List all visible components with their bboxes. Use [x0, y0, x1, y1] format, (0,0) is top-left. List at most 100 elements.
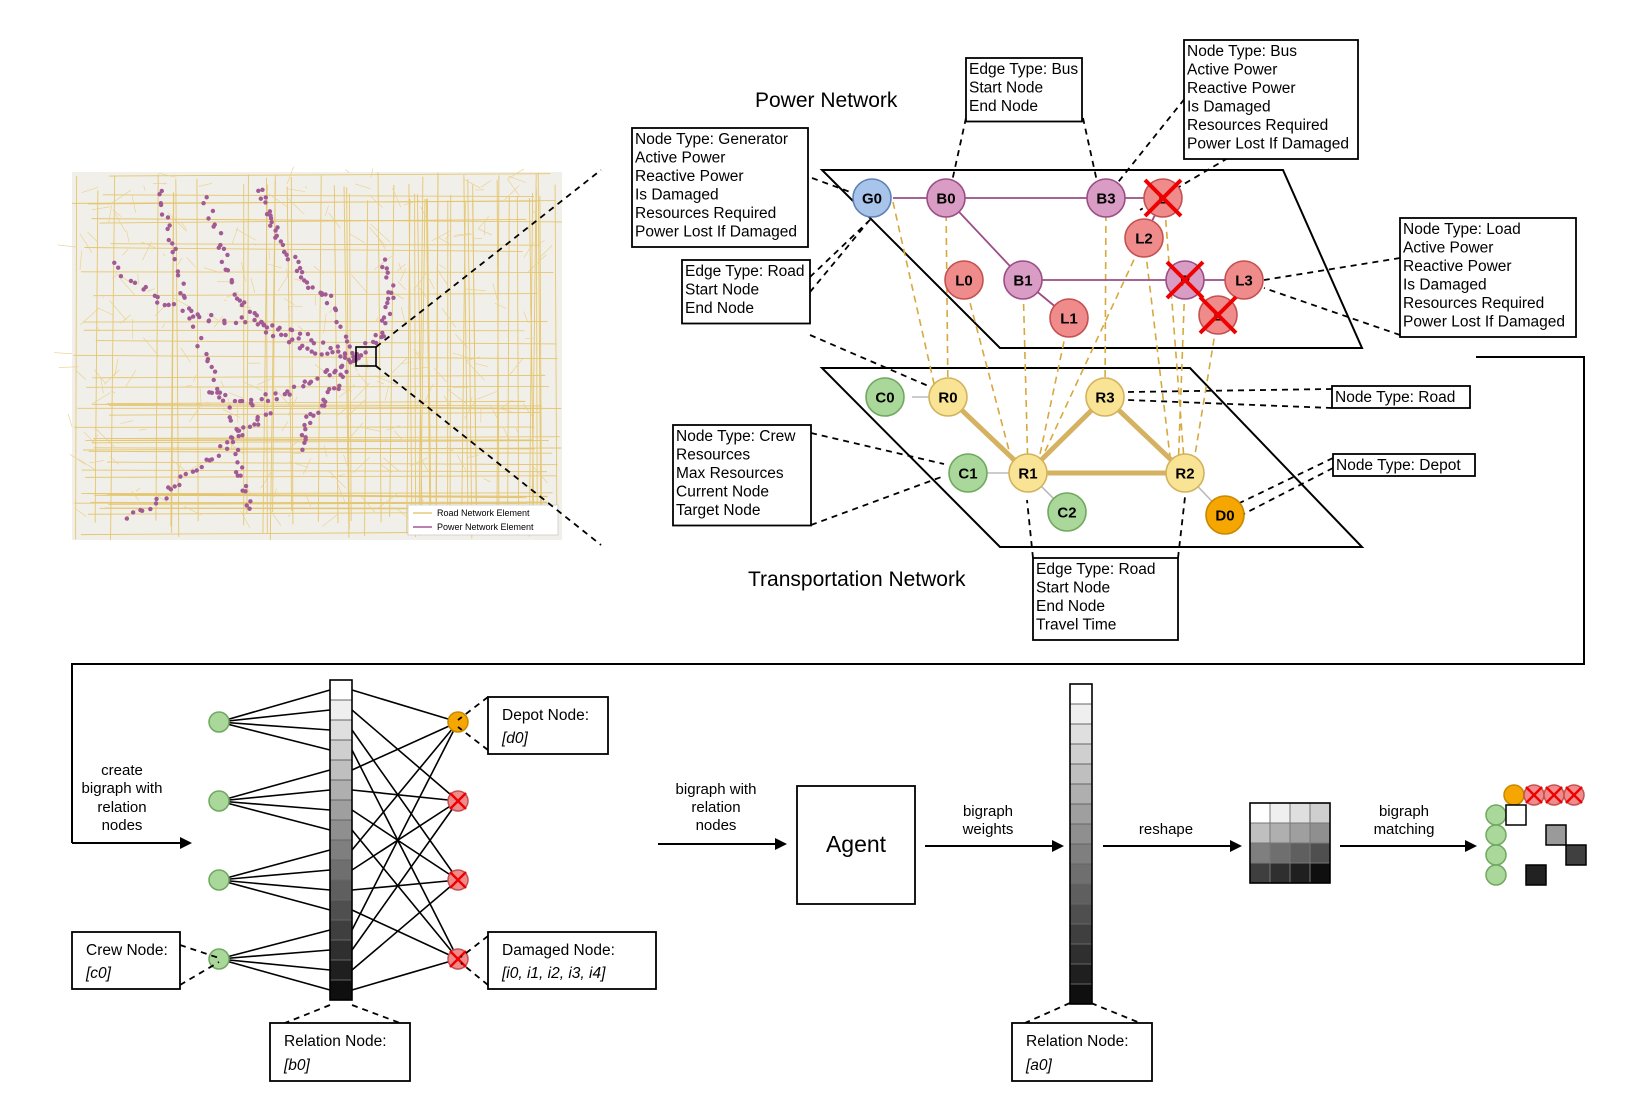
map-road: [329, 471, 347, 489]
callout-depot: Node Type: Depot: [1332, 453, 1476, 477]
crew-node-label-title: Crew Node:: [86, 942, 168, 959]
pipeline-step-weights: bigraph weights: [925, 803, 1064, 852]
map-power-element: [327, 373, 332, 378]
map-power-element: [328, 345, 333, 351]
map-road: [110, 189, 132, 204]
map-road: [364, 200, 369, 536]
map-road: [408, 184, 413, 521]
map-power-element: [243, 319, 248, 325]
map-power-element: [309, 338, 314, 343]
map-power-element: [263, 392, 268, 397]
map-power-element: [344, 339, 350, 344]
map-power-element: [234, 296, 240, 301]
node-circle: [852, 178, 892, 218]
map-road: [354, 183, 371, 190]
node-label: L2: [1135, 231, 1153, 248]
map-power-element: [275, 225, 280, 230]
relation-cell: [1069, 743, 1093, 765]
map-power-element: [300, 343, 305, 349]
transport-network-title: Transportation Network: [748, 568, 966, 591]
map-road: [67, 414, 73, 427]
map-road: [383, 457, 400, 473]
relation-node-column-a: [1069, 683, 1093, 1005]
map-road: [108, 205, 112, 224]
map-road: [180, 347, 191, 363]
inter-layer-links: [892, 183, 1219, 474]
map-road: [93, 293, 538, 297]
map-power-element: [190, 469, 196, 474]
power-node-l3: L3: [1224, 260, 1264, 300]
map-road: [204, 267, 222, 274]
map-power-element: [112, 260, 117, 265]
map-power-element: [207, 390, 212, 395]
map-power-element: [153, 501, 159, 506]
power-node-g0: G0: [852, 178, 892, 218]
map-power-element: [267, 209, 273, 214]
relation-cell: [329, 859, 353, 881]
relation-a-label-title: Relation Node:: [1026, 1033, 1129, 1050]
map-road: [168, 446, 179, 451]
map-power-element: [328, 293, 334, 299]
map-power-element: [216, 395, 222, 400]
map-power-element: [259, 397, 264, 402]
map-road: [449, 194, 452, 515]
map-road: [466, 356, 481, 361]
map-power-element: [228, 435, 234, 440]
callout-frame: [1399, 217, 1577, 338]
map-road: [107, 436, 560, 439]
node-label: G0: [862, 191, 882, 208]
callout-frame: [1032, 557, 1179, 641]
map-road: [281, 421, 289, 432]
map-power-element: [347, 344, 352, 349]
map-road: [141, 241, 157, 249]
map-power-element: [236, 433, 241, 439]
map-road: [348, 422, 363, 439]
map-road: [90, 501, 528, 504]
map-power-element: [204, 351, 209, 357]
map-power-element: [293, 254, 298, 260]
damaged-cross-icon: [1165, 260, 1205, 300]
transport-node-r3: R3: [1085, 377, 1125, 417]
map-power-element: [172, 257, 177, 262]
map-road: [83, 431, 97, 445]
map-road: [324, 205, 329, 216]
relation-b-label-value: [b0]: [283, 1057, 311, 1074]
map-power-element: [319, 403, 325, 408]
map-road: [467, 454, 479, 458]
map-power-element: [298, 275, 304, 280]
node-circle: [1047, 492, 1087, 532]
map-power-element: [263, 330, 269, 335]
map-power-element: [304, 414, 309, 419]
matching-cell: [1505, 804, 1527, 826]
map-road: [85, 439, 533, 442]
map-road: [73, 354, 558, 360]
callout-line: Is Damaged: [1403, 277, 1487, 294]
map-power-element: [339, 364, 344, 369]
callout-line: Node Type: Load: [1403, 221, 1521, 238]
city-map: Road Network Element Power Network Eleme…: [53, 166, 562, 540]
map-power-element: [232, 398, 238, 404]
map-road: [357, 372, 368, 385]
map-road: [126, 230, 130, 243]
relation-cell: [1069, 803, 1093, 825]
map-power-element: [132, 280, 138, 286]
map-road: [122, 248, 129, 256]
map-road: [90, 392, 111, 405]
relation-cell: [329, 879, 353, 901]
power-node-b1: B1: [1003, 260, 1043, 300]
relation-cell: [1069, 823, 1093, 845]
callout-line: Active Power: [1187, 62, 1277, 79]
map-power-element: [238, 473, 243, 478]
map-road: [343, 454, 349, 469]
pipeline-step-matching: bigraph matching: [1340, 803, 1477, 852]
map-road: [246, 487, 253, 497]
map-road: [413, 270, 428, 291]
map-road: [516, 196, 520, 519]
map-road: [188, 462, 202, 471]
map-power-element: [181, 281, 186, 286]
map-road: [453, 233, 472, 237]
map-road: [464, 398, 477, 419]
map-road: [92, 434, 99, 443]
damaged-node: [1563, 784, 1585, 806]
map-road: [527, 225, 530, 231]
